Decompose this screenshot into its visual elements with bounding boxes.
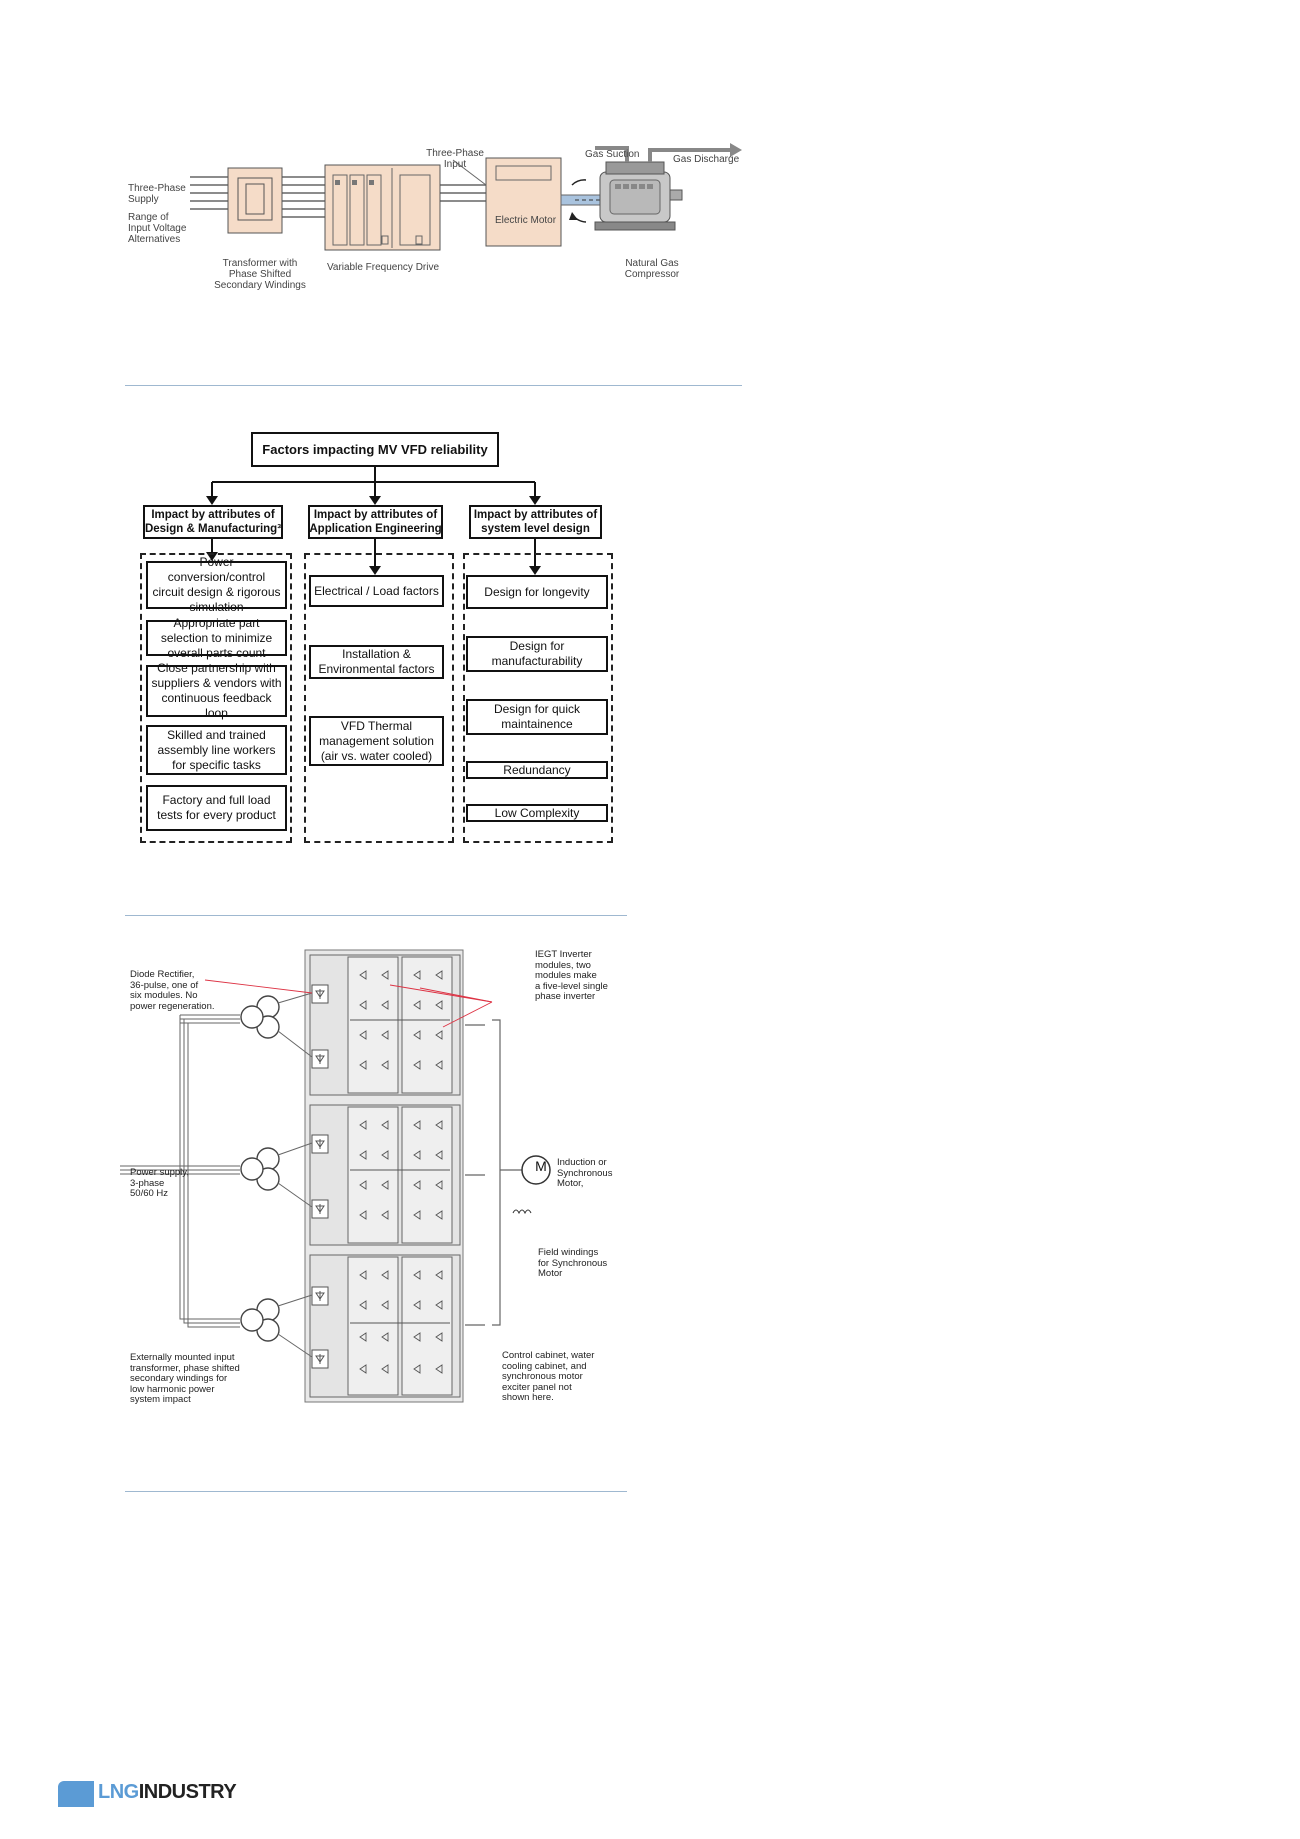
three-phase-input-label: Three-Phase Input — [426, 148, 484, 170]
transformer-shape — [227, 167, 283, 234]
factor-item: Close partnership with suppliers & vendo… — [146, 661, 287, 720]
factor-item: Electrical / Load factors — [309, 575, 444, 607]
compressor-label: Natural Gas Compressor — [624, 258, 680, 280]
figure-3-schematic — [120, 949, 551, 1403]
design-manufacturing-header: Impact by attributes of Design & Manufac… — [143, 505, 283, 539]
logo-text: LNGINDUSTRY — [98, 1781, 237, 1804]
factor-item: Installation & Environmental factors — [309, 645, 444, 679]
factor-item: Redundancy — [466, 761, 608, 779]
logo-tab — [58, 1781, 94, 1807]
field-windings-label: Field windings for Synchronous Motor — [538, 1247, 608, 1279]
gas-discharge-label: Gas Discharge — [673, 154, 740, 165]
logo-lng: LNG — [98, 1781, 139, 1803]
factor-item: Design for longevity — [466, 575, 608, 609]
factor-item: Design for quick maintainence — [466, 699, 608, 735]
column-1-dashed-group — [140, 553, 292, 843]
divider-2 — [125, 915, 627, 916]
factor-item: Appropriate part selection to minimize o… — [146, 616, 287, 660]
vfd-label: Variable Frequency Drive — [326, 262, 440, 273]
control-cabinet-label: Control cabinet, water cooling cabinet, … — [502, 1350, 595, 1403]
diode-rectifier-label: Diode Rectifier, 36-pulse, one of six mo… — [130, 969, 215, 1012]
column-3-dashed-group — [463, 553, 613, 843]
reliability-title-box: Factors impacting MV VFD reliability — [251, 432, 499, 467]
divider-1 — [125, 385, 742, 386]
application-engineering-header: Impact by attributes of Application Engi… — [308, 505, 443, 539]
electric-motor-label: Electric Motor — [494, 215, 557, 226]
external-transformer-label: Externally mounted input transformer, ph… — [130, 1352, 240, 1405]
input-voltage-label: Range of Input Voltage Alternatives — [128, 212, 187, 245]
iegt-inverter-label: IEGT Inverter modules, two modules make … — [535, 949, 608, 1002]
logo-industry: INDUSTRY — [138, 1781, 237, 1803]
motor-letter: M — [535, 1158, 547, 1174]
factor-item: VFD Thermal management solution (air vs.… — [309, 716, 444, 766]
factor-item: Design for manufacturability — [466, 636, 608, 672]
factor-item: Power conversion/control circuit design … — [146, 555, 287, 614]
three-phase-supply-label: Three-Phase Supply — [128, 183, 186, 205]
power-supply-label: Power supply, 3-phase 50/60 Hz — [130, 1167, 189, 1199]
motor-label: Induction or Synchronous Motor, — [557, 1157, 613, 1189]
column-2-dashed-group — [304, 553, 454, 843]
motor-symbol — [521, 1155, 551, 1185]
gas-suction-label: Gas Suction — [585, 149, 640, 160]
factor-item: Factory and full load tests for every pr… — [146, 785, 287, 831]
system-level-design-header: Impact by attributes of system level des… — [469, 505, 602, 539]
divider-3 — [125, 1491, 627, 1492]
factor-item: Low Complexity — [466, 804, 608, 822]
factor-item: Skilled and trained assembly line worker… — [146, 725, 287, 775]
figure-1-diagram — [190, 143, 742, 251]
transformer-label: Transformer with Phase Shifted Secondary… — [214, 258, 306, 291]
